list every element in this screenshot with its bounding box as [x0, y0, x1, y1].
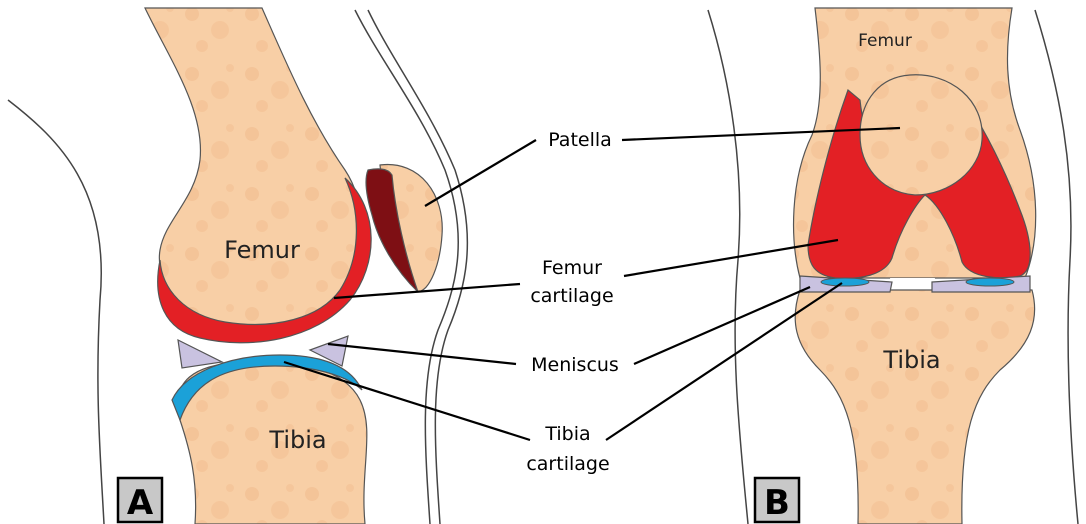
- panel-tag-b: B: [764, 483, 790, 523]
- patella-b: [860, 75, 982, 195]
- patella-line-a: [425, 140, 536, 206]
- tibia-cartilage-callout-line1: Tibia: [544, 423, 590, 445]
- tibia-cartilage-callout-line2: cartilage: [526, 453, 609, 475]
- skin-outline-b-left: [708, 10, 748, 524]
- femur-cartilage-callout-line1: Femur: [542, 257, 602, 279]
- tibia-cartilage-b-left: [821, 278, 869, 286]
- femur-cartilage-callout-line2: cartilage: [530, 285, 613, 307]
- meniscus-line-b: [634, 287, 810, 364]
- skin-outline-back: [8, 100, 104, 524]
- tibia-bone-b: [795, 290, 1034, 524]
- panel-a: Femur Tibia A: [8, 8, 467, 524]
- skin-outline-b-right: [1035, 10, 1078, 524]
- meniscus-line-a: [328, 344, 516, 364]
- tibia-label-a: Tibia: [268, 426, 326, 454]
- femur-bone-a: [145, 8, 362, 329]
- panel-tag-a: A: [127, 483, 154, 523]
- meniscus-callout: Meniscus: [531, 354, 619, 376]
- tibia-cartilage-b-right: [966, 278, 1014, 286]
- patella-callout: Patella: [548, 129, 612, 151]
- tibia-label-b: Tibia: [882, 346, 940, 374]
- femur-label-a: Femur: [224, 236, 300, 264]
- femur-label-b: Femur: [858, 31, 912, 51]
- panel-b: Femur Tibia B: [708, 8, 1078, 524]
- meniscus-a-left: [178, 340, 222, 368]
- callout-labels: Patella Femur cartilage Meniscus Tibia c…: [526, 129, 619, 475]
